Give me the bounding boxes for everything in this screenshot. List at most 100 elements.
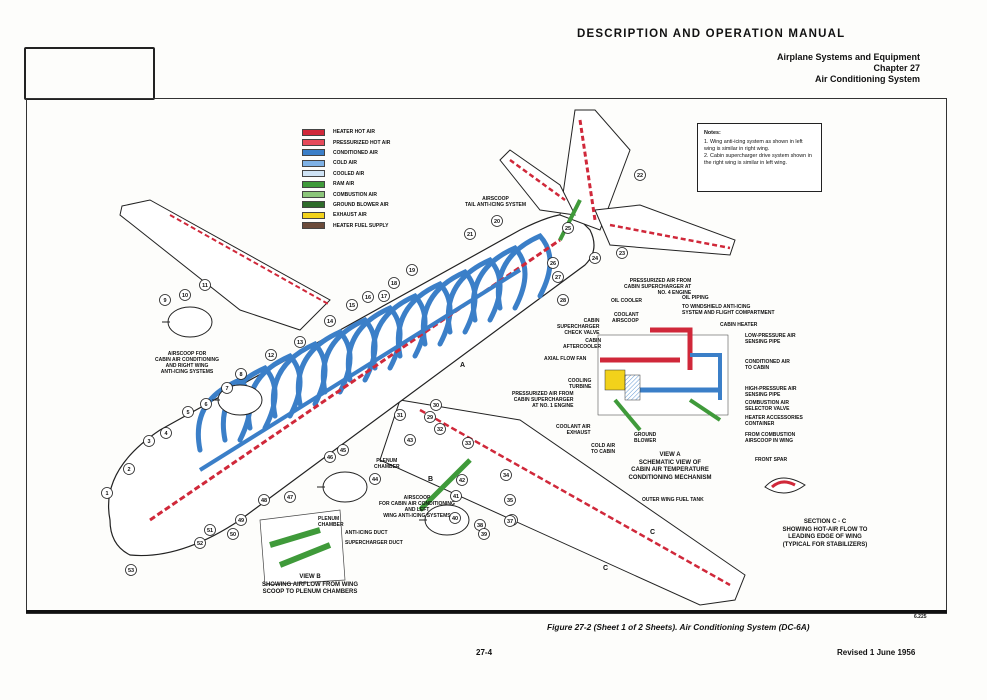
callout-17: 17 [378, 290, 390, 302]
callout-37: 37 [504, 515, 516, 527]
callout-15: 15 [346, 299, 358, 311]
callout-number: 51 [207, 528, 213, 534]
callout-27: 27 [552, 271, 564, 283]
callout-number: 52 [197, 541, 203, 547]
callout-46: 46 [324, 451, 336, 463]
callout-21: 21 [464, 228, 476, 240]
bottom-rule [26, 610, 947, 613]
legend-label: COLD AIR [333, 160, 357, 167]
stamp-box [24, 47, 155, 100]
note-2: 2. Cabin supercharger drive system shown… [704, 153, 812, 166]
callout-number: 30 [433, 403, 439, 409]
callout-number: 2 [127, 467, 130, 473]
view-a-caption: VIEW A SCHEMATIC VIEW OF CABIN AIR TEMPE… [628, 452, 712, 481]
callout-number: 23 [619, 251, 625, 257]
callout-number: 49 [238, 518, 244, 524]
callout-number: 18 [391, 281, 397, 287]
callout-11: 11 [199, 279, 211, 291]
legend-item: HEATER FUEL SUPPLY [302, 221, 390, 231]
legend-swatch [302, 211, 325, 219]
section-c-marker-1: C [650, 529, 656, 536]
callout-39: 39 [478, 528, 490, 540]
callout-12: 12 [265, 349, 277, 361]
legend-swatch [302, 139, 325, 147]
callout-34: 34 [500, 469, 512, 481]
legend-swatch [302, 191, 325, 199]
callout-number: 13 [297, 340, 303, 346]
section-c-shape [764, 477, 806, 494]
legend-label: COMBUSTION AIR [333, 191, 377, 198]
legend-swatch [302, 201, 325, 209]
legend-item: COOLED AIR [302, 169, 390, 179]
callout-4: 4 [160, 427, 172, 439]
callout-24: 24 [589, 252, 601, 264]
outer-tank-label: OUTER WING FUEL TANK [642, 497, 704, 503]
legend-swatch [302, 180, 325, 188]
view-a-label: CABIN AFTERCOOLER [563, 338, 602, 350]
legend-swatch [302, 128, 325, 136]
callout-number: 17 [381, 294, 387, 300]
callout-number: 32 [437, 427, 443, 433]
section-c-marker-2: C [603, 565, 609, 572]
callout-5: 5 [182, 406, 194, 418]
callout-number: 12 [268, 353, 274, 359]
callout-number: 9 [163, 298, 166, 304]
view-a-schematic [597, 327, 729, 432]
callout-47: 47 [284, 491, 296, 503]
callout-40: 40 [449, 512, 461, 524]
legend-item: GROUND BLOWER AIR [302, 200, 390, 210]
view-a-label: HEATER ACCESSORIES CONTAINER [745, 415, 803, 427]
note-1: 1. Wing anti-icing system as shown in le… [704, 139, 803, 152]
callout-51: 51 [204, 524, 216, 536]
callout-53: 53 [125, 564, 137, 576]
callout-number: 25 [565, 226, 571, 232]
view-a-label: COMBUSTION AIR SELECTOR VALVE [745, 400, 790, 412]
header-line-2: Chapter 27 [873, 63, 920, 73]
legend-swatch [302, 149, 325, 157]
callout-19: 19 [406, 264, 418, 276]
callout-43: 43 [404, 434, 416, 446]
callout-29: 29 [424, 411, 436, 423]
view-a-label: PRESSURIZED AIR FROM CABIN SUPERCHARGER … [512, 391, 574, 409]
callout-number: 34 [503, 473, 510, 479]
callout-50: 50 [227, 528, 239, 540]
callout-number: 39 [481, 532, 487, 538]
view-a-label: OIL PIPING [682, 295, 709, 301]
callout-31: 31 [394, 409, 406, 421]
legend-label: PRESSURIZED HOT AIR [333, 139, 391, 146]
legend-label: CONDITIONED AIR [333, 149, 378, 156]
callout-6: 6 [200, 398, 212, 410]
left-airscoop-label: AIRSCOOP FOR CABIN AIR CONDITIONING AND … [379, 495, 455, 519]
callout-49: 49 [235, 514, 247, 526]
legend-label: GROUND BLOWER AIR [333, 201, 389, 208]
revision-date: Revised 1 June 1956 [837, 648, 916, 657]
callout-number: 42 [459, 478, 465, 484]
section-b-marker: B [428, 476, 434, 483]
callout-10: 10 [179, 289, 191, 301]
callout-number: 38 [477, 523, 483, 529]
view-b-anti-icing-label: ANTI-ICING DUCT [345, 530, 388, 536]
drawing-number: 6.225 [914, 614, 927, 620]
callout-number: 21 [467, 232, 473, 238]
view-a-label: TO WINDSHIELD ANTI-ICING SYSTEM AND FLIG… [682, 304, 775, 316]
section-c-caption: SECTION C - C SHOWING HOT-AIR FLOW TO LE… [782, 519, 868, 548]
view-a-label: COLD AIR TO CABIN [591, 443, 616, 455]
tail-airscoop-label: AIRSCOOP TAIL ANTI-ICING SYSTEM [465, 196, 527, 208]
notes-box: Notes: 1. Wing anti-icing system as show… [697, 123, 822, 192]
callout-number: 27 [555, 275, 561, 281]
front-spar-label: FRONT SPAR [755, 457, 788, 463]
callout-33: 33 [462, 437, 474, 449]
callout-number: 26 [550, 261, 556, 267]
figure-frame [26, 98, 947, 614]
view-a-label: PRESSURIZED AIR FROM CABIN SUPERCHARGER … [624, 278, 692, 296]
callout-number: 37 [507, 519, 513, 525]
callout-number: 40 [452, 516, 458, 522]
view-a-label: FROM COMBUSTION AIRSCOOP IN WING [745, 432, 796, 444]
view-a-label: COOLANT AIRSCOOP [612, 312, 639, 324]
callout-number: 10 [182, 293, 188, 299]
legend-item: HEATER HOT AIR [302, 127, 390, 137]
view-a-label: CABIN SUPERCHARGER CHECK VALVE [557, 318, 600, 336]
callout-number: 3 [147, 439, 150, 445]
